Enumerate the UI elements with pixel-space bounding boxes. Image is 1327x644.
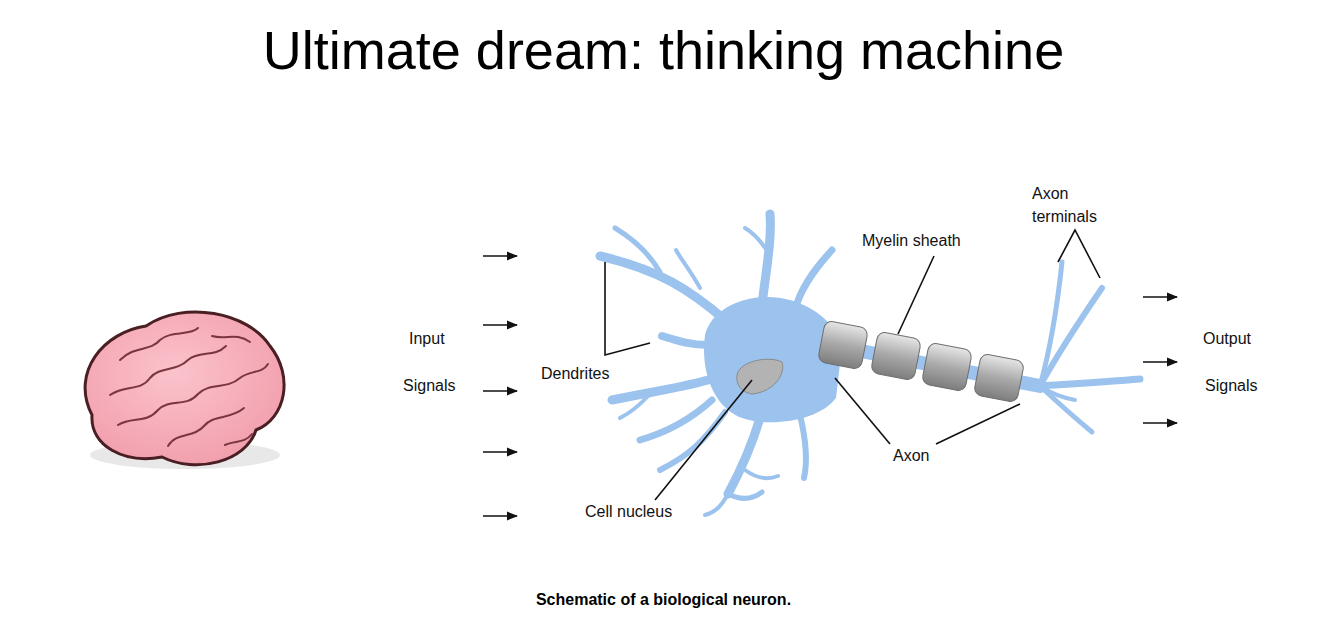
dendrite [728,492,762,498]
input-label: Input [409,329,445,349]
output-arrow [1143,361,1177,363]
neuron [600,214,1140,515]
brain-fold [212,336,250,342]
output-arrow [1143,296,1177,298]
signals-label: Signals [1205,376,1257,396]
brain-fold [118,364,268,425]
dendrite [800,415,806,478]
dendrite [676,250,700,288]
axon-leader [936,404,1020,444]
myelin-segment [817,320,868,370]
dendrite [745,228,768,252]
axon-terminal [1040,386,1075,400]
brain-folds [110,328,268,446]
brain-fold [168,408,244,446]
myelin-sheath [817,320,1024,403]
myelin-segment [921,342,972,392]
myelin-segment [870,331,921,381]
axon-terminal [1040,288,1102,386]
output-arrow [1143,422,1177,424]
dendrite [620,394,650,418]
axon-terminal [1040,379,1140,386]
axon-terminal [1040,386,1092,432]
terminals-leader [1058,230,1100,278]
dendrite [660,412,725,470]
dendrite [745,470,778,478]
dendrite [728,418,760,494]
nucleus-leader [655,380,752,500]
input-arrow [483,515,517,517]
page-title: Ultimate dream: thinking machine [0,18,1327,82]
input-arrow [483,390,517,392]
dendrite [612,380,708,400]
part-label: Cell nucleus [585,502,672,522]
brain-icon [85,312,284,469]
dendrite [640,400,712,440]
part-label: Myelin sheath [862,231,961,251]
leader-lines [605,230,1100,500]
part-label: Axon terminals [1032,182,1116,228]
dendrite [600,256,725,320]
cell-nucleus [737,359,783,394]
signals-label: Signals [403,376,455,396]
brain-outline [85,312,284,465]
brain-fold [225,434,252,445]
input-arrows [483,256,517,516]
dendrite [662,336,708,345]
myelin-segment [973,353,1024,403]
dendrite [762,214,770,305]
dendrite [615,228,660,272]
dendrites-leader [605,262,650,355]
part-label: Dendrites [541,364,609,384]
axon-terminals [1040,262,1140,432]
output-label: Output [1203,329,1251,349]
brain-fold [120,328,198,360]
input-arrow [483,255,517,257]
input-arrow [483,451,517,453]
dendrite [705,494,728,515]
myelin-leader [898,256,934,334]
axon-leader [835,378,890,444]
input-arrow [483,324,517,326]
figure-caption: Schematic of a biological neuron. [0,590,1327,610]
output-arrows [1143,297,1177,423]
dendrite [795,250,832,310]
part-label: Axon [893,446,929,466]
